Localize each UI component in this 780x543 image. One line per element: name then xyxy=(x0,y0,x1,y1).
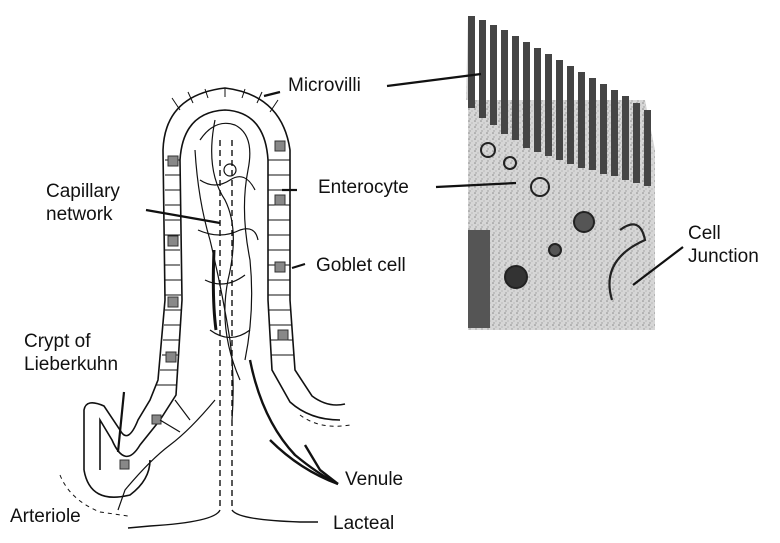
label-junction-line1: Cell xyxy=(688,222,759,245)
label-microvilli: Microvilli xyxy=(288,74,361,97)
label-capillary-line2: network xyxy=(46,203,120,226)
label-capillary-network: Capillary network xyxy=(46,180,120,226)
label-junction-line2: Junction xyxy=(688,245,759,268)
label-lacteal: Lacteal xyxy=(333,512,394,535)
label-crypt-of-lieberkuhn: Crypt of Lieberkuhn xyxy=(24,330,118,376)
leader-goblet xyxy=(292,264,305,268)
electron-micrograph xyxy=(466,15,655,330)
label-crypt-line1: Crypt of xyxy=(24,330,118,353)
label-arteriole: Arteriole xyxy=(10,505,81,528)
label-enterocyte: Enterocyte xyxy=(318,176,409,199)
label-venule: Venule xyxy=(345,468,403,491)
label-crypt-line2: Lieberkuhn xyxy=(24,353,118,376)
crypt-outline xyxy=(84,460,150,497)
leader-capillary xyxy=(146,210,220,223)
leader-microvilli-tip xyxy=(264,92,280,96)
label-goblet-cell: Goblet cell xyxy=(316,254,406,277)
goblet-cells xyxy=(120,141,288,469)
villus-drawing xyxy=(60,88,350,528)
leader-crypt xyxy=(118,392,124,452)
venule-branch xyxy=(250,360,338,484)
label-cell-junction: Cell Junction xyxy=(688,222,759,268)
capillary-network xyxy=(195,120,258,420)
label-capillary-line1: Capillary xyxy=(46,180,120,203)
